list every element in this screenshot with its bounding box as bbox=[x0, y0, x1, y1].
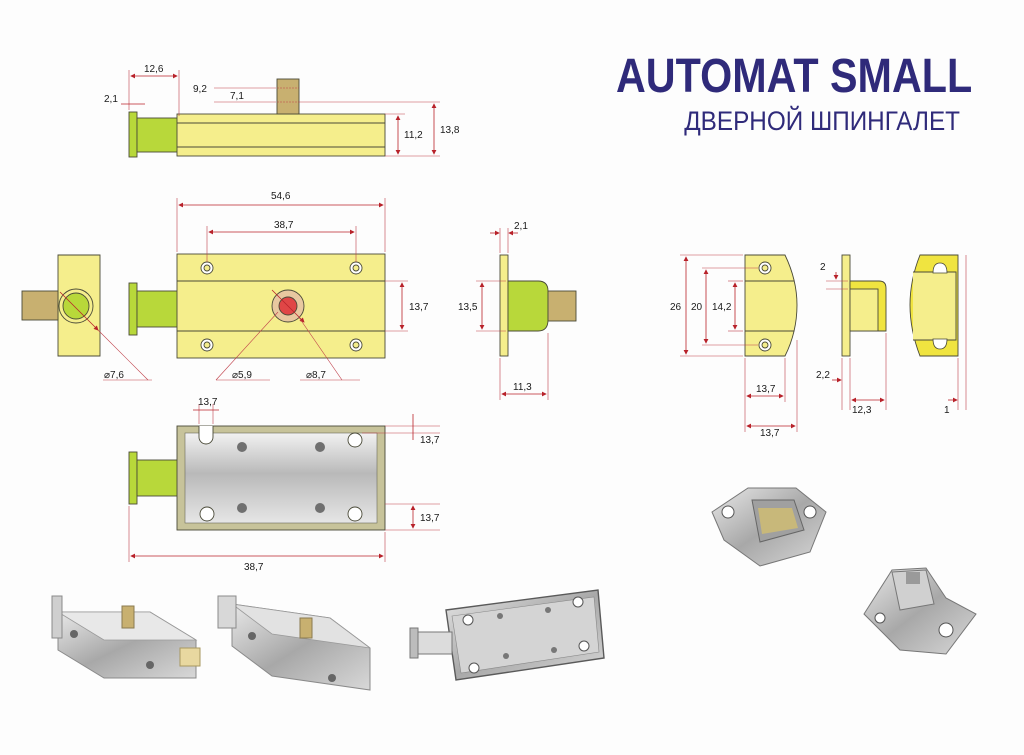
dim-side-height: 13,5 bbox=[458, 302, 478, 313]
side-view: 2,1 13,5 11,3 bbox=[458, 221, 577, 400]
dim-bolt-length: 12,6 bbox=[144, 64, 164, 75]
keeper-side-view: 2 2,2 12,3 bbox=[816, 254, 887, 416]
title-block: AUTOMAT SMALL ДВЕРНОЙ ШПИНГАЛЕТ bbox=[560, 50, 973, 136]
keeper-photo-1 bbox=[711, 487, 827, 567]
dim-keeper-overall: 26 bbox=[670, 302, 682, 313]
dim-base-length: 38,7 bbox=[244, 562, 264, 573]
keeper-photo-2 bbox=[863, 567, 977, 655]
top-view: 12,6 2,1 9,2 7,1 11,2 13,8 bbox=[104, 64, 460, 158]
mounting-holes bbox=[200, 261, 363, 352]
dim-keeper-width-a: 13,7 bbox=[756, 384, 776, 395]
dim-hole-spacing: 38,7 bbox=[274, 220, 294, 231]
product-title: AUTOMAT SMALL bbox=[616, 50, 973, 103]
bolt-photo-1 bbox=[51, 595, 201, 679]
bolt-photo-2 bbox=[217, 595, 371, 691]
dim-keeper-bottom: 2,2 bbox=[816, 370, 830, 381]
dim-keeper-inner-hole: 14,2 bbox=[712, 302, 732, 313]
end-plate bbox=[128, 111, 138, 158]
dim-knob-height: 9,2 bbox=[193, 84, 207, 95]
dim-hole-offset-bottom: 13,7 bbox=[420, 513, 440, 524]
dim-overall-height: 13,8 bbox=[440, 125, 460, 136]
keeper-front-view: 26 20 14,2 13,7 13,7 bbox=[670, 254, 798, 439]
dim-knob-bore: ⌀5,9 bbox=[232, 370, 252, 381]
dim-keeper-top: 2 bbox=[820, 262, 826, 273]
dim-keeper-thickness: 1 bbox=[944, 405, 950, 416]
dim-keeper-width-b: 13,7 bbox=[760, 428, 780, 439]
dim-keeper-bore: ⌀7,6 bbox=[104, 370, 124, 381]
dim-keeper-depth: 12,3 bbox=[852, 405, 872, 416]
keeper-back-view: 1 bbox=[909, 254, 967, 416]
bolt-body bbox=[176, 113, 386, 157]
front-view: ⌀7,6 ⌀5,9 ⌀8,7 54, bbox=[21, 191, 429, 381]
dim-knob-ring: ⌀8,7 bbox=[306, 370, 326, 381]
side-profile bbox=[507, 280, 549, 332]
dim-slot-width: 13,7 bbox=[198, 397, 218, 408]
dim-end-thickness: 2,1 bbox=[104, 94, 118, 105]
dim-hole-offset-top: 13,7 bbox=[420, 435, 440, 446]
dim-keeper-outer-hole: 20 bbox=[691, 302, 703, 313]
base-holes bbox=[237, 442, 325, 513]
dim-knob-width: 7,1 bbox=[230, 91, 244, 102]
bottom-view: 13,7 13,7 13,7 38,7 bbox=[128, 397, 440, 573]
dim-side-depth: 11,3 bbox=[513, 382, 532, 393]
knob bbox=[276, 78, 300, 115]
dim-body-height-front: 13,7 bbox=[409, 302, 429, 313]
bolt-photo-3 bbox=[409, 589, 605, 681]
dim-body-height: 11,2 bbox=[404, 130, 423, 141]
dim-side-flange: 2,1 bbox=[514, 221, 528, 232]
product-subtitle: ДВЕРНОЙ ШПИНГАЛЕТ bbox=[684, 106, 960, 136]
bolt-shaft bbox=[136, 117, 180, 153]
dim-overall-length: 54,6 bbox=[271, 191, 291, 202]
